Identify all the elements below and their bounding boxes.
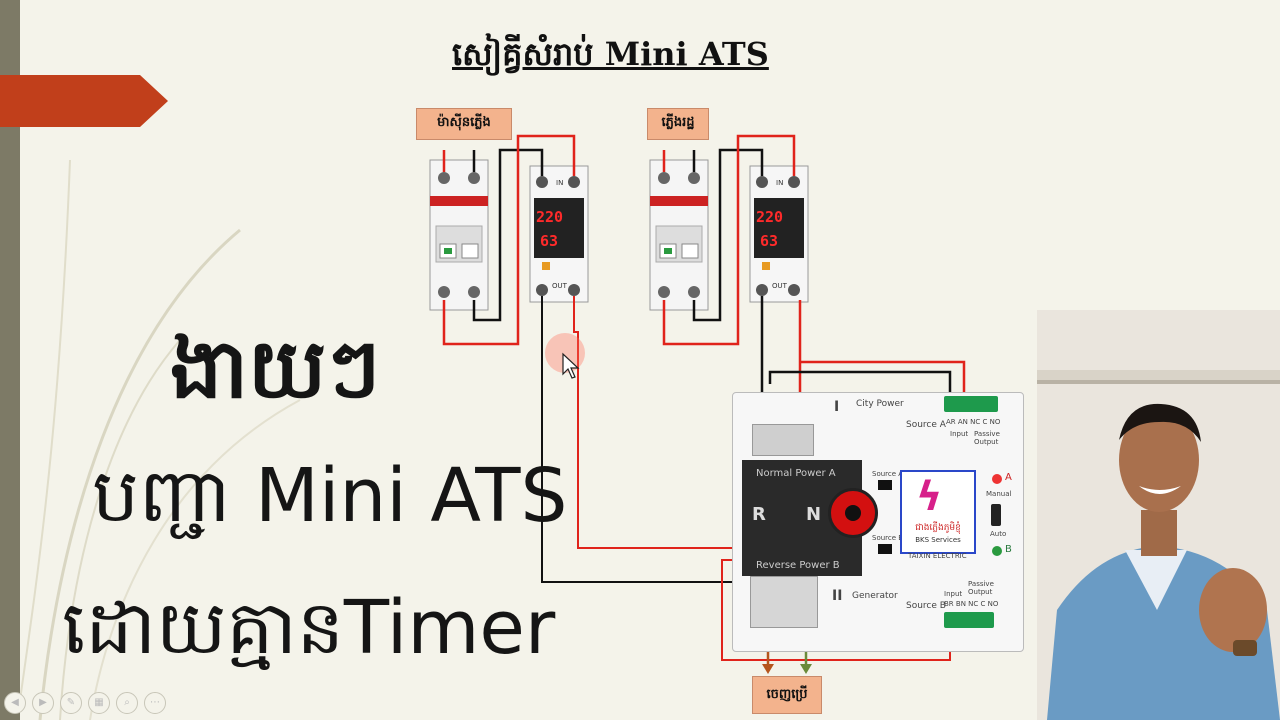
zoom-icon[interactable]: ⌕ (116, 692, 138, 714)
relay-left-voltage: 220 (536, 208, 564, 226)
manual-label: Manual (986, 490, 1012, 498)
terminal-a-output: Passive Output (974, 430, 1000, 446)
ats-normal-power: Normal Power A (756, 468, 836, 479)
terminal-a-labels: AR AN NC C NO (946, 418, 1001, 426)
slide-title: សៀគ្វីសំរាប់ Mini ATS (452, 35, 769, 73)
relay-right (749, 165, 809, 303)
slides-icon[interactable]: ▦ (88, 692, 110, 714)
arrow-decoration (0, 75, 168, 127)
headline-line-1: ងាយៗ (170, 322, 381, 417)
led-b-label: B (1005, 544, 1012, 555)
ats-source-a: Source A (906, 420, 946, 430)
ats-small-source-a: Source A (872, 470, 904, 478)
mouse-cursor-icon (562, 352, 580, 379)
led-a-label: A (1005, 472, 1012, 483)
label-city-power: ភ្លើងរដ្ឋ (647, 108, 709, 140)
ats-brand: TAIXIN ELECTRIC (908, 552, 967, 560)
led-b-icon (992, 546, 1002, 556)
breaker-right (649, 159, 709, 311)
relay-left-out: OUT (552, 282, 567, 290)
presenter-video (1037, 310, 1280, 720)
ats-selector-knob[interactable] (828, 488, 878, 538)
ats-r-label: R (752, 504, 766, 525)
relay-left-in: IN (556, 179, 564, 187)
headline-line-3: ដោយគ្មានTimer (62, 585, 556, 671)
relay-right-voltage: 220 (756, 208, 784, 226)
relay-right-out: OUT (772, 282, 787, 290)
sticker-subtext: BKS Services (915, 536, 961, 544)
terminal-b-output: Passive Output (968, 580, 994, 596)
relay-left-current: 63 (540, 232, 559, 250)
relay-right-current: 63 (760, 232, 779, 250)
grass-decoration (19, 159, 301, 720)
ats-roman-2: II (832, 588, 843, 604)
more-icon[interactable]: ⋯ (144, 692, 166, 714)
webcam-overlay (1037, 310, 1280, 720)
ats-bottom-terminals (750, 576, 818, 628)
sticker-text: ជាងភ្លើងភូមិខ្ញុំ (915, 523, 961, 533)
ats-roman-1: I (834, 399, 840, 415)
breaker-left (429, 159, 489, 311)
auto-label: Auto (990, 530, 1007, 538)
ats-window-b (878, 544, 892, 554)
terminal-b-labels: BR BN NC C NO (944, 600, 999, 608)
terminal-a-input: Input (950, 430, 969, 438)
slideshow-controls: ◀ ▶ ✎ ▦ ⌕ ⋯ (4, 692, 166, 714)
terminal-block-b (944, 612, 994, 628)
ats-n-label: N (806, 504, 822, 525)
terminal-b-input: Input (944, 590, 963, 598)
ats-city-power: City Power (856, 399, 904, 409)
brand-sticker: ϟ ជាងភ្លើងភូមិខ្ញុំ BKS Services (900, 470, 976, 554)
ats-top-terminals (752, 424, 814, 456)
terminal-block-a (944, 396, 998, 412)
headline-line-2: បញ្ជា Mini ATS (92, 453, 568, 539)
ats-small-source-b: Source B (872, 534, 904, 542)
play-icon[interactable]: ▶ (32, 692, 54, 714)
ats-source-b: Source B (906, 601, 946, 611)
left-strip (0, 0, 20, 720)
label-output: ចេញប្រើ (752, 676, 822, 714)
ats-generator: Generator (852, 591, 898, 601)
relay-left (529, 165, 589, 303)
ats-reverse-power: Reverse Power B (756, 560, 840, 571)
prev-icon[interactable]: ◀ (4, 692, 26, 714)
manual-auto-switch[interactable] (991, 504, 1001, 526)
ats-window-a (878, 480, 892, 490)
pen-icon[interactable]: ✎ (60, 692, 82, 714)
label-generator: ម៉ាស៊ីនភ្លើង (416, 108, 512, 140)
relay-right-in: IN (776, 179, 784, 187)
led-a-icon (992, 474, 1002, 484)
lightning-icon: ϟ (916, 474, 943, 520)
